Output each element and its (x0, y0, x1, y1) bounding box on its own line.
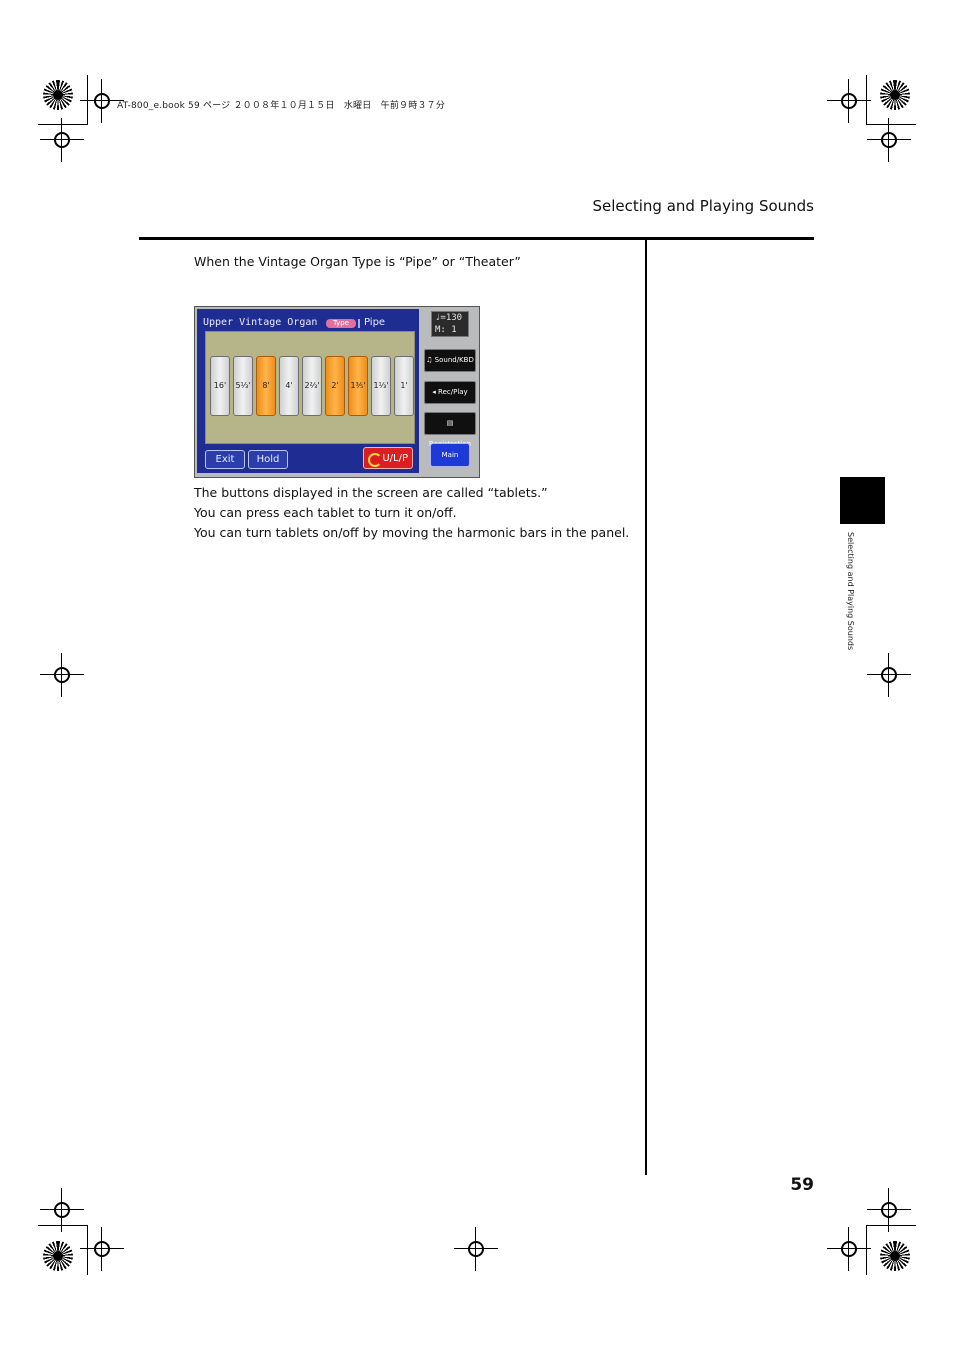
tablet-panel: 16' 5⅓' 8' 4' 2⅔' 2' 1⅗' 1⅓' 1' (205, 331, 415, 444)
ulp-button[interactable]: U/L/P (363, 447, 413, 469)
crosshair-mark (40, 118, 84, 162)
crosshair-mark (827, 79, 871, 123)
page-number: 59 (790, 1175, 814, 1195)
crosshair-mark (867, 118, 911, 162)
print-header: AT-800_e.book 59 ページ ２００８年１０月１５日 水曜日 午前９… (117, 101, 446, 111)
crop-line (866, 1225, 867, 1275)
chapter-side-label: Selecting and Playing Sounds (846, 532, 855, 651)
registration-button[interactable]: ▤ Registration (424, 412, 476, 448)
crop-line (38, 124, 88, 125)
registration-target-top-left (43, 80, 73, 110)
tempo-value: ♩=130 (435, 313, 463, 323)
type-divider (358, 319, 360, 328)
tablet-2-2-3[interactable]: 2⅔' (302, 356, 322, 416)
crosshair-mark (80, 1227, 124, 1271)
crosshair-mark (867, 1188, 911, 1232)
crosshair-mark (40, 653, 84, 697)
tablet-16[interactable]: 16' (210, 356, 230, 416)
screen-title: Upper Vintage Organ (203, 317, 318, 328)
tablet-5-1-3[interactable]: 5⅓' (233, 356, 253, 416)
crop-line (866, 75, 867, 125)
type-badge[interactable]: Type (326, 319, 356, 328)
intro-text: When the Vintage Organ Type is “Pipe” or… (194, 254, 521, 269)
sound-kbd-label: Sound/KBD (434, 356, 474, 364)
main-button[interactable]: Main (430, 443, 470, 467)
crop-line (87, 75, 88, 125)
crop-line (87, 1225, 88, 1275)
crosshair-mark (40, 1188, 84, 1232)
crosshair-mark (827, 1227, 871, 1271)
tablet-1[interactable]: 1' (394, 356, 414, 416)
measure-value: M: 1 (435, 325, 457, 335)
tablet-2[interactable]: 2' (325, 356, 345, 416)
hold-button[interactable]: Hold (248, 450, 288, 469)
tempo-display: ♩=130 M: 1 (431, 311, 469, 337)
rec-play-label: Rec/Play (438, 388, 468, 396)
tablet-1-1-3[interactable]: 1⅓' (371, 356, 391, 416)
header-rule (139, 237, 814, 240)
crop-line (866, 124, 916, 125)
tablet-4[interactable]: 4' (279, 356, 299, 416)
cycle-icon (368, 453, 382, 467)
registration-target-bottom-right (880, 1241, 910, 1271)
description-line-3: You can turn tablets on/off by moving th… (194, 525, 630, 540)
sound-kbd-button[interactable]: ♫ Sound/KBD (424, 349, 476, 372)
chapter-tab (840, 477, 885, 524)
registration-target-bottom-left (43, 1241, 73, 1271)
lcd-screen: Upper Vintage Organ Type Pipe 16' 5⅓' 8'… (194, 306, 480, 478)
crosshair-mark (454, 1227, 498, 1271)
section-title: Selecting and Playing Sounds (592, 197, 814, 215)
crosshair-mark (867, 653, 911, 697)
exit-button[interactable]: Exit (205, 450, 245, 469)
ulp-label: U/L/P (382, 453, 408, 464)
crop-line (866, 1225, 916, 1226)
tablet-8[interactable]: 8' (256, 356, 276, 416)
rec-play-button[interactable]: ◂ Rec/Play (424, 381, 476, 404)
type-value: Pipe (364, 317, 386, 328)
organ-screen: Upper Vintage Organ Type Pipe 16' 5⅓' 8'… (197, 309, 419, 473)
description-line-2: You can press each tablet to turn it on/… (194, 505, 457, 520)
crop-line (38, 1225, 88, 1226)
screen-sidebar: ♩=130 M: 1 ♫ Sound/KBD ◂ Rec/Play ▤ Regi… (421, 309, 477, 473)
registration-target-top-right (880, 80, 910, 110)
description-line-1: The buttons displayed in the screen are … (194, 485, 548, 500)
crosshair-mark (80, 79, 124, 123)
column-rule (645, 240, 647, 1175)
tablet-1-3-5[interactable]: 1⅗' (348, 356, 368, 416)
